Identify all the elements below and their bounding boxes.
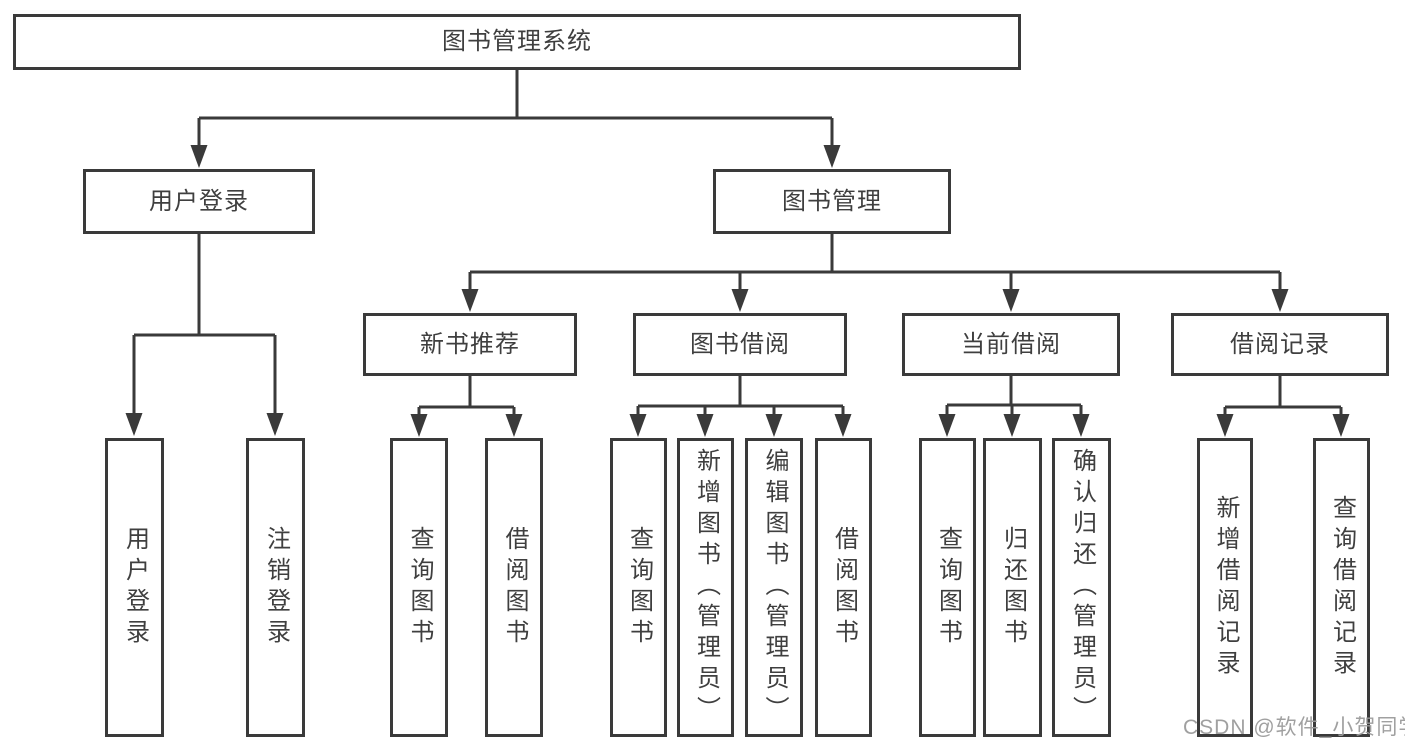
node-borrow-books-recommend: 借阅图书 — [485, 438, 543, 737]
watermark: CSDN @软件_小贺同学 — [1183, 716, 1405, 739]
node-library-management-system: 图书管理系统 — [13, 14, 1021, 70]
node-current-borrowing: 当前借阅 — [902, 313, 1120, 376]
node-query-books-borrowing: 查询图书 — [610, 438, 667, 737]
node-new-book-recommendation: 新书推荐 — [363, 313, 577, 376]
arrowhead-icon — [938, 414, 956, 437]
arrowhead-icon — [696, 414, 714, 437]
node-user-login: 用户登录 — [83, 169, 315, 234]
node-query-borrow-record: 查询借阅记录 — [1313, 438, 1370, 737]
node-query-books-current: 查询图书 — [919, 438, 976, 737]
arrowhead-icon — [765, 414, 783, 437]
arrowhead-icon — [410, 414, 428, 437]
arrowhead-icon — [461, 289, 479, 312]
node-confirm-return-admin: 确认归还（管理员） — [1052, 438, 1111, 737]
arrowhead-icon — [1003, 414, 1021, 437]
node-return-books: 归还图书 — [983, 438, 1042, 737]
arrowhead-icon — [834, 414, 852, 437]
node-edit-books-admin: 编辑图书（管理员） — [745, 438, 803, 737]
arrowhead-icon — [1072, 414, 1090, 437]
arrowhead-icon — [266, 413, 284, 436]
node-add-books-admin: 新增图书（管理员） — [677, 438, 734, 737]
node-logout-action: 注销登录 — [246, 438, 305, 737]
arrowhead-icon — [731, 289, 749, 312]
arrowhead-icon — [1271, 289, 1289, 312]
node-user-login-action: 用户登录 — [105, 438, 164, 737]
arrowhead-icons — [125, 145, 1350, 437]
connector-path — [132, 70, 1343, 417]
node-borrow-books-borrowing: 借阅图书 — [815, 438, 872, 737]
node-book-management: 图书管理 — [713, 169, 951, 234]
arrowhead-icon — [1332, 414, 1350, 437]
arrowhead-icon — [823, 145, 841, 168]
arrowhead-icon — [1002, 289, 1020, 312]
arrowhead-icon — [190, 145, 208, 168]
node-query-books-recommend: 查询图书 — [390, 438, 448, 737]
node-borrowing-records: 借阅记录 — [1171, 313, 1389, 376]
node-book-borrowing: 图书借阅 — [633, 313, 847, 376]
node-add-borrow-record: 新增借阅记录 — [1197, 438, 1253, 737]
arrowhead-icon — [505, 414, 523, 437]
arrowhead-icon — [1216, 414, 1234, 437]
arrowhead-icon — [629, 414, 647, 437]
arrowhead-icon — [125, 413, 143, 436]
